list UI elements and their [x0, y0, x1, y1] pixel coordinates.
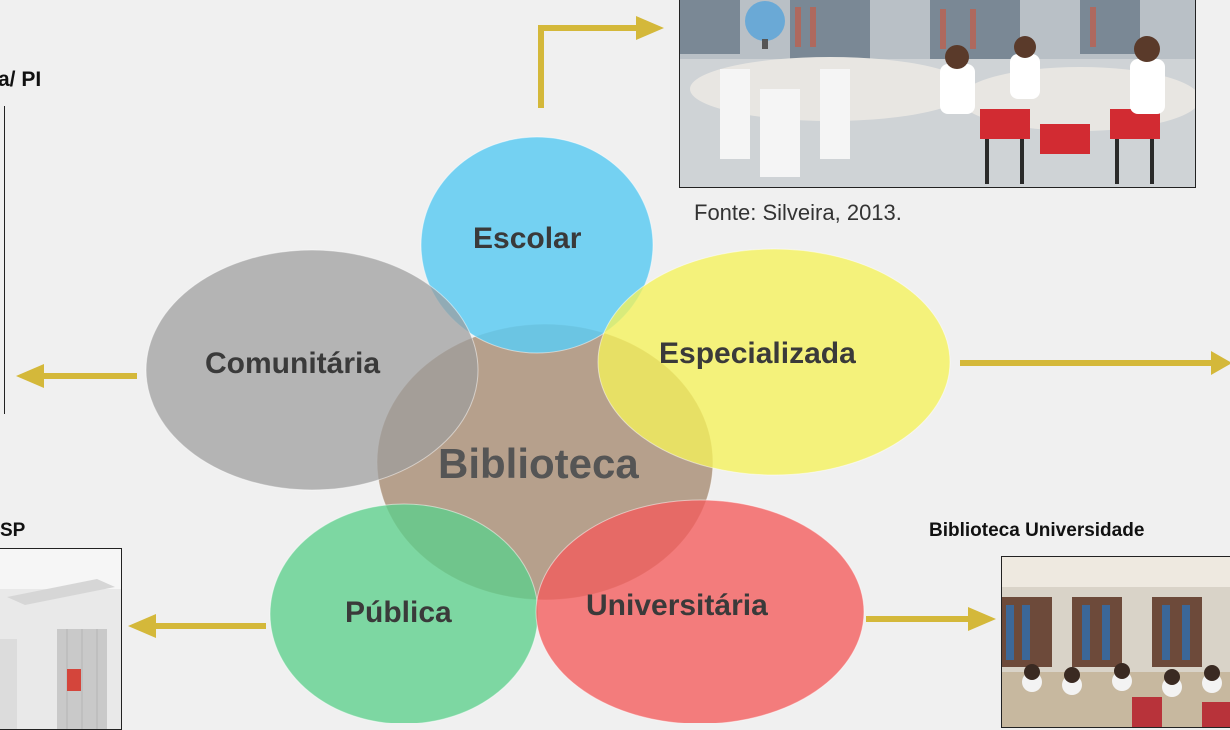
escolar-ellipse	[420, 136, 654, 354]
escolar-library-photo	[679, 0, 1196, 188]
arrow-escolar-to-photo	[538, 25, 640, 108]
arrowhead-escolar	[636, 16, 664, 40]
universitaria-library-photo	[1001, 556, 1230, 728]
arrowhead-especializada	[1211, 351, 1230, 375]
top-left-photo-frame	[0, 106, 5, 414]
especializada-ellipse	[597, 248, 951, 476]
universitaria-ellipse	[535, 499, 865, 723]
universidade-caption: Biblioteca Universidade	[929, 520, 1145, 541]
biblioteca-label: Biblioteca	[438, 440, 639, 487]
especializada-label: Especializada	[659, 337, 856, 370]
publica-library-photo	[0, 548, 122, 730]
bottom-left-caption: SP	[0, 520, 26, 541]
arrowhead-universitaria	[968, 607, 996, 631]
escolar-photo-source: Fonte: Silveira, 2013.	[694, 200, 902, 225]
escolar-label: Escolar	[473, 222, 582, 255]
publica-label: Pública	[345, 596, 452, 629]
universitaria-label: Universitária	[586, 589, 768, 622]
comunitaria-ellipse	[145, 249, 479, 491]
comunitaria-label: Comunitária	[205, 347, 381, 380]
arrows	[40, 25, 1215, 629]
arrowheads	[16, 16, 1230, 638]
arrowhead-comunitaria	[16, 364, 44, 388]
top-left-caption: a/ PI	[0, 68, 42, 91]
arrowhead-publica	[128, 614, 156, 638]
